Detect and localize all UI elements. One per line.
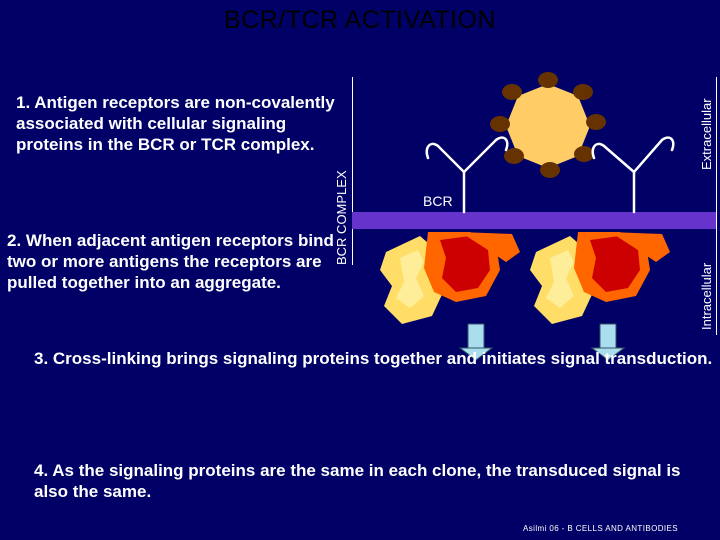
bcr-label: BCR [423,193,453,209]
page-title: BCR/TCR ACTIVATION [224,6,496,34]
point-4: 4. As the signaling proteins are the sam… [34,461,681,501]
cell-membrane [352,212,716,229]
signaling-complex-right-icon [530,232,670,324]
bcr-complex-divider [352,77,353,265]
footer-credit: Asilmi 06 - B CELLS AND ANTIBODIES [523,524,678,533]
receptor-left-icon [425,136,509,214]
point-3: 3. Cross-linking brings signaling protei… [34,349,713,368]
point-1: 1. Antigen receptors are non-covalently … [16,93,335,154]
extracellular-label: Extracellular [699,98,714,170]
point-2: 2. When adjacent antigen receptors bind … [7,231,334,292]
down-arrow-left-icon [458,323,494,361]
signaling-complex-left-icon [380,232,520,324]
antigen-icon [490,72,606,178]
intracellular-label: Intracellular [699,262,714,330]
down-arrow-right-icon [590,323,626,361]
extra-intra-divider [716,77,717,335]
receptor-right-icon [591,136,675,214]
